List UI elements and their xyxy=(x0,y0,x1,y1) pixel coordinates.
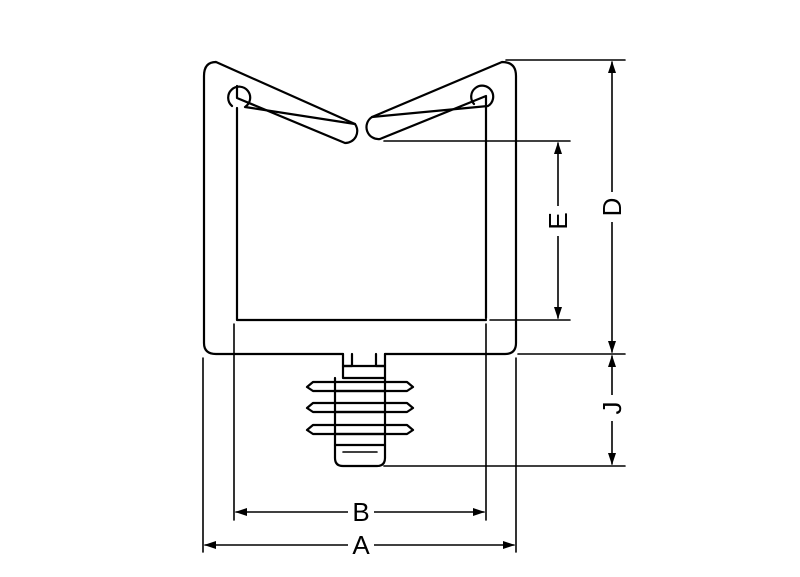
dimension-label-j: J xyxy=(597,402,627,415)
clip-outer-outline xyxy=(202,60,518,356)
dimension-label-e: E xyxy=(543,212,573,229)
dimension-label-d: D xyxy=(597,198,627,217)
right-keyhole-slot xyxy=(370,84,495,119)
dimension-label-b: B xyxy=(352,497,369,527)
clip-inner-outline xyxy=(235,106,488,322)
left-keyhole-slot xyxy=(227,85,357,126)
extension-lines xyxy=(202,59,626,553)
fir-tree-mount xyxy=(305,352,415,468)
dimension-label-a: A xyxy=(352,530,370,560)
